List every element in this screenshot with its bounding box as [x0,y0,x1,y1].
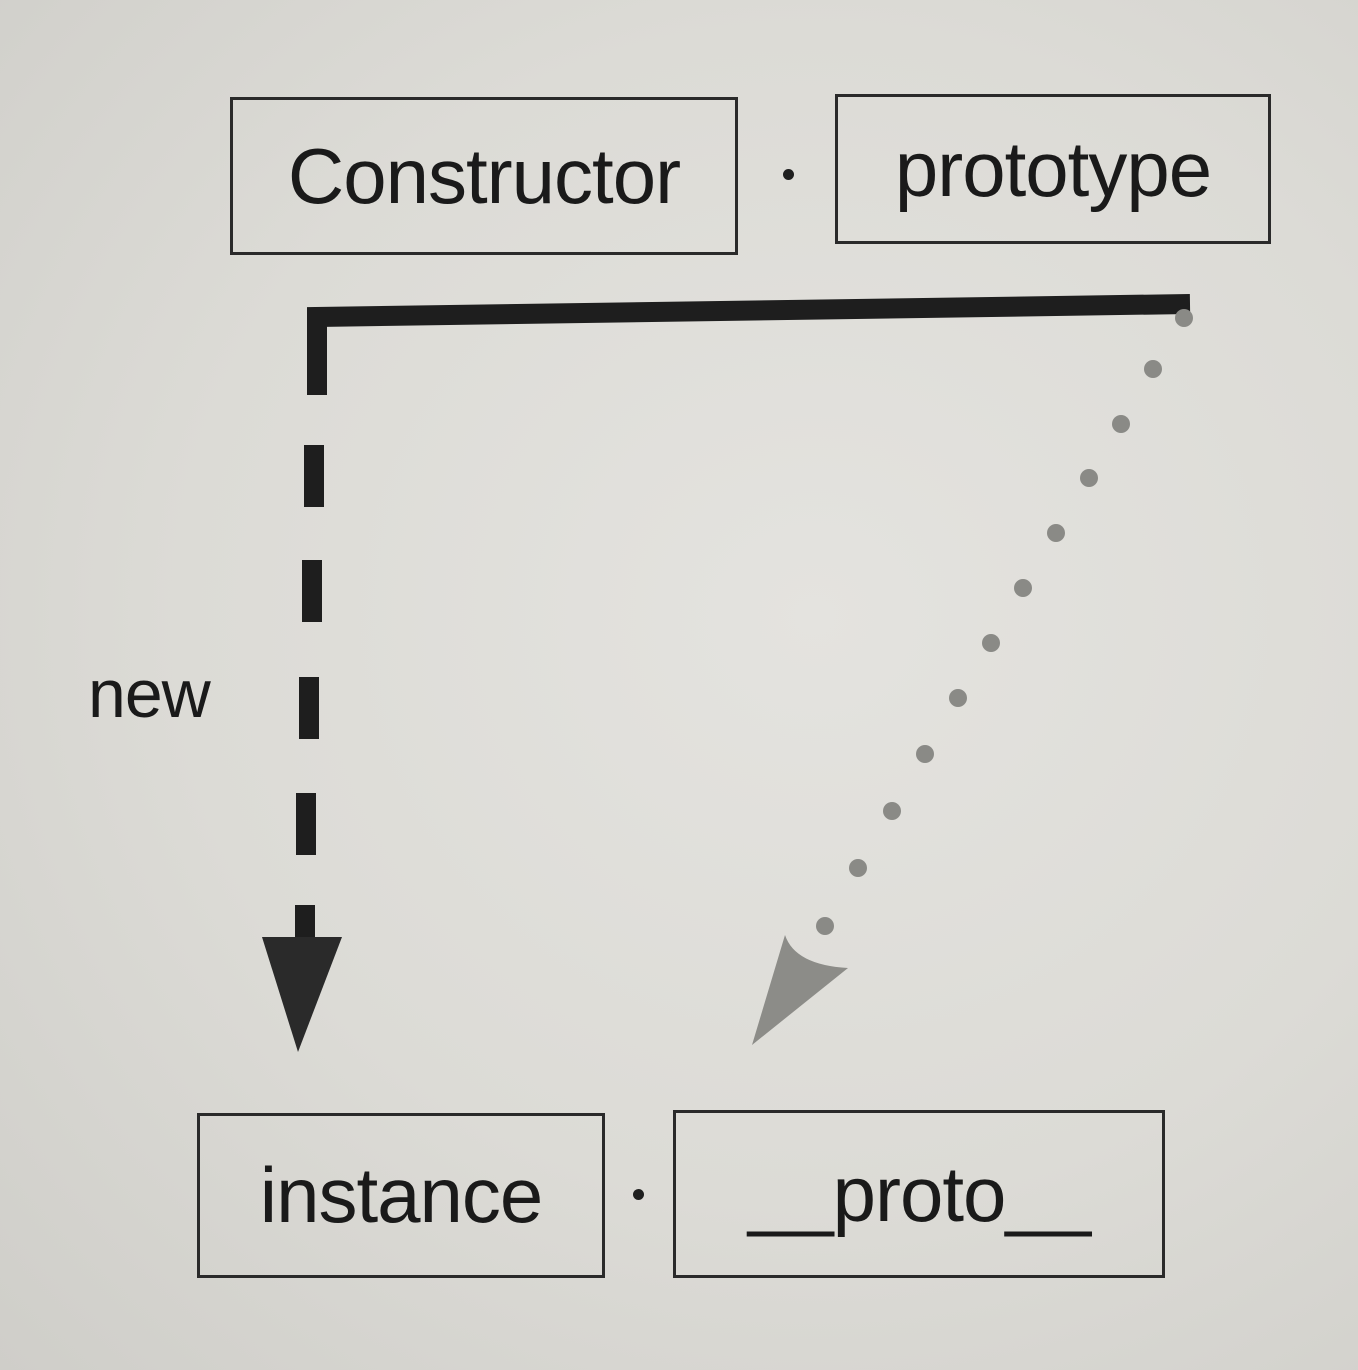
proto-link-arrowhead [752,935,848,1045]
prototype-box: prototype [835,94,1271,244]
bracket-line [307,294,1191,395]
constructor-label: Constructor [287,131,681,220]
proto-label: __proto__ [747,1149,1091,1238]
proto-link-dotted-line [816,309,1193,935]
prototype-label: prototype [894,124,1212,213]
top-dot-separator [783,169,794,180]
instance-box: instance [197,1113,605,1278]
new-dashed-line [295,445,324,945]
new-edge-label: new [88,656,211,732]
bottom-dot-separator [633,1189,644,1200]
constructor-box: Constructor [230,97,738,255]
proto-box: __proto__ [673,1110,1165,1278]
instance-label: instance [259,1151,544,1239]
new-arrowhead [262,937,342,1052]
